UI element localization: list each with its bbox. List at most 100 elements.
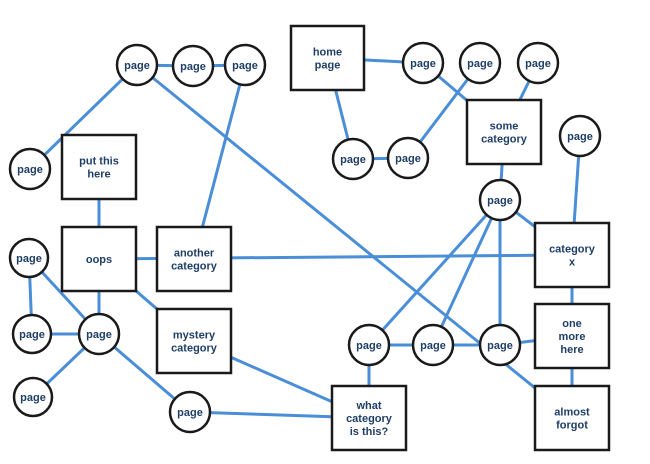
node-label: page (420, 340, 446, 352)
page-node-c4[interactable]: page (401, 41, 445, 85)
page-circle (558, 114, 602, 158)
page-circle (8, 147, 52, 191)
node-label: category (549, 244, 596, 256)
page-node-c6[interactable]: page (516, 41, 560, 85)
category-rect (330, 384, 408, 452)
category-rect (60, 225, 138, 293)
node-label: page (525, 58, 551, 70)
node-label: category (481, 134, 528, 146)
page-circle (115, 43, 159, 87)
page-node-c15[interactable]: page (12, 376, 54, 418)
page-circle (77, 312, 121, 356)
node-label: page (356, 340, 382, 352)
node-label: page (177, 407, 203, 419)
page-circle (458, 41, 502, 85)
node-label: another (174, 248, 215, 260)
page-node-c5[interactable]: page (458, 41, 502, 85)
page-circle (386, 136, 430, 180)
node-label: what (355, 400, 381, 412)
node-label: x (569, 257, 576, 269)
connector-c11-c17 (431, 198, 502, 347)
node-label: page (395, 153, 421, 165)
page-node-c9[interactable]: page (386, 136, 430, 180)
node-label: category (346, 413, 393, 425)
page-circle (411, 323, 455, 367)
node-label: page (487, 195, 513, 207)
category-rect (155, 307, 233, 375)
node-label: put this (79, 156, 119, 168)
node-label: page (124, 60, 150, 72)
node-label: here (87, 169, 110, 181)
node-label: page (16, 253, 42, 265)
category-rect (533, 384, 611, 452)
page-node-c3[interactable]: page (223, 43, 267, 87)
page-node-c17[interactable]: page (411, 323, 455, 367)
page-node-c13[interactable]: page (11, 313, 53, 355)
node-label: page (567, 131, 593, 143)
category-rect (533, 302, 611, 370)
page-node-c1[interactable]: page (115, 43, 159, 87)
category-rect (155, 225, 233, 293)
node-label: is this? (350, 426, 389, 438)
page-node-c10[interactable]: page (8, 147, 52, 191)
page-circle (331, 137, 375, 181)
page-circle (516, 41, 560, 85)
page-circle (347, 323, 391, 367)
page-circle (12, 376, 54, 418)
category-rect (60, 133, 138, 201)
page-node-c11[interactable]: page (478, 178, 522, 222)
page-node-c19[interactable]: page (168, 390, 212, 434)
node-label: page (340, 154, 366, 166)
node-label: page (232, 60, 258, 72)
page-node-c14[interactable]: page (77, 312, 121, 356)
page-node-c2[interactable]: page (171, 44, 215, 88)
page-node-c16[interactable]: page (347, 323, 391, 367)
page-circle (478, 178, 522, 222)
page-node-c12[interactable]: page (8, 237, 50, 279)
category-box-b_oops[interactable]: oops (60, 225, 138, 293)
category-rect (289, 24, 366, 92)
node-label: some (490, 121, 519, 133)
node-label: here (560, 344, 583, 356)
page-circle (223, 43, 267, 87)
node-label: one (562, 318, 582, 330)
node-label: page (19, 329, 45, 341)
category-rect (465, 98, 543, 166)
node-label: more (559, 331, 586, 343)
node-label: page (180, 61, 206, 73)
node-label: page (467, 58, 493, 70)
node-label: page (86, 329, 112, 341)
node-label: page (315, 60, 341, 72)
page-node-c7[interactable]: page (331, 137, 375, 181)
connector-c1-c10 (28, 63, 139, 171)
node-label: category (171, 343, 218, 355)
page-node-c8[interactable]: page (558, 114, 602, 158)
node-label: page (487, 340, 513, 352)
page-circle (478, 323, 522, 367)
node-label: page (17, 164, 43, 176)
page-circle (168, 390, 212, 434)
node-label: mystery (173, 330, 216, 342)
page-circle (11, 313, 53, 355)
page-node-c18[interactable]: page (478, 323, 522, 367)
node-label: almost (554, 407, 590, 419)
page-circle (171, 44, 215, 88)
node-label: page (410, 58, 436, 70)
node-label: page (20, 392, 46, 404)
node-label: oops (86, 254, 112, 266)
category-rect (533, 221, 611, 289)
page-circle (8, 237, 50, 279)
connector-c11-c16 (367, 198, 502, 347)
